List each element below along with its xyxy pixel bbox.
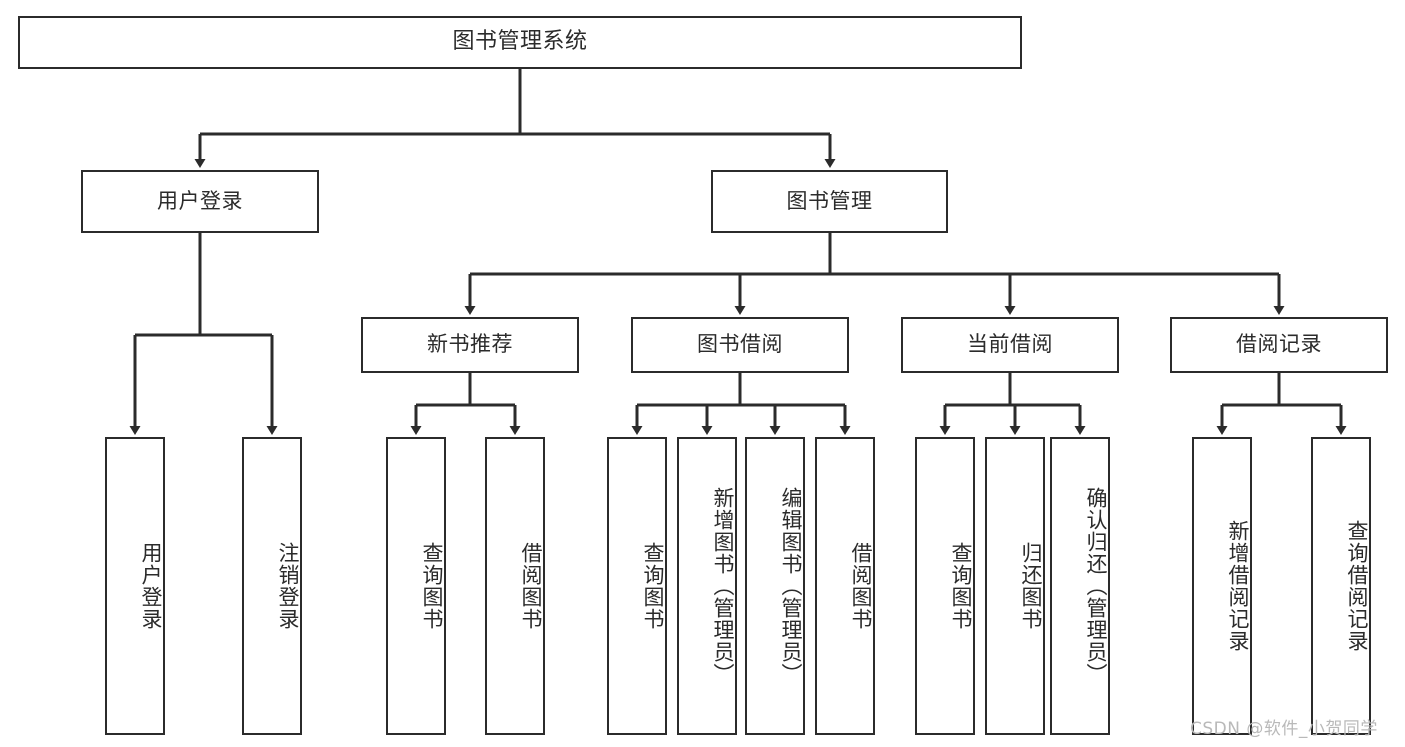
node-leaf-query-book-1[interactable]: 查询图书 (386, 437, 446, 735)
node-leaf-query-book-3[interactable]: 查询图书 (915, 437, 975, 735)
node-root-label: 图书管理系统 (452, 29, 588, 55)
node-leaf-query-record-label: 查询借阅记录 (1345, 520, 1369, 652)
node-book-manage-label: 图书管理 (786, 188, 873, 213)
node-leaf-add-book-label: 新增图书（管理员） (711, 487, 735, 685)
node-book-manage[interactable]: 图书管理 (711, 170, 948, 233)
node-leaf-query-book-1-label: 查询图书 (420, 542, 444, 630)
node-root[interactable]: 图书管理系统 (18, 16, 1022, 69)
node-current-borrow[interactable]: 当前借阅 (901, 317, 1119, 373)
node-borrow-record[interactable]: 借阅记录 (1170, 317, 1388, 373)
node-leaf-user-login-label: 用户登录 (139, 542, 163, 630)
node-leaf-add-record-label: 新增借阅记录 (1226, 520, 1250, 652)
node-new-book-recommend[interactable]: 新书推荐 (361, 317, 579, 373)
node-leaf-add-record[interactable]: 新增借阅记录 (1192, 437, 1252, 735)
node-leaf-user-login[interactable]: 用户登录 (105, 437, 165, 735)
node-leaf-confirm-return[interactable]: 确认归还（管理员） (1050, 437, 1110, 735)
node-leaf-return-book-label: 归还图书 (1019, 542, 1043, 630)
node-leaf-edit-book-label: 编辑图书（管理员） (779, 487, 803, 685)
node-current-borrow-label: 当前借阅 (967, 332, 1053, 357)
node-leaf-borrow-book-1-label: 借阅图书 (519, 542, 543, 630)
node-new-book-recommend-label: 新书推荐 (427, 332, 513, 357)
node-leaf-logout[interactable]: 注销登录 (242, 437, 302, 735)
node-leaf-query-book-2[interactable]: 查询图书 (607, 437, 667, 735)
node-leaf-borrow-book-1[interactable]: 借阅图书 (485, 437, 545, 735)
node-leaf-query-record[interactable]: 查询借阅记录 (1311, 437, 1371, 735)
node-leaf-borrow-book-2[interactable]: 借阅图书 (815, 437, 875, 735)
node-leaf-query-book-3-label: 查询图书 (949, 542, 973, 630)
node-leaf-edit-book[interactable]: 编辑图书（管理员） (745, 437, 805, 735)
node-user-login-label: 用户登录 (157, 188, 243, 213)
node-book-borrow[interactable]: 图书借阅 (631, 317, 849, 373)
node-leaf-return-book[interactable]: 归还图书 (985, 437, 1045, 735)
node-user-login[interactable]: 用户登录 (81, 170, 319, 233)
node-leaf-confirm-return-label: 确认归还（管理员） (1084, 487, 1108, 685)
node-borrow-record-label: 借阅记录 (1236, 332, 1322, 357)
node-leaf-logout-label: 注销登录 (276, 542, 300, 630)
node-leaf-borrow-book-2-label: 借阅图书 (849, 542, 873, 630)
node-leaf-query-book-2-label: 查询图书 (641, 542, 665, 630)
node-book-borrow-label: 图书借阅 (697, 332, 783, 357)
node-leaf-add-book[interactable]: 新增图书（管理员） (677, 437, 737, 735)
